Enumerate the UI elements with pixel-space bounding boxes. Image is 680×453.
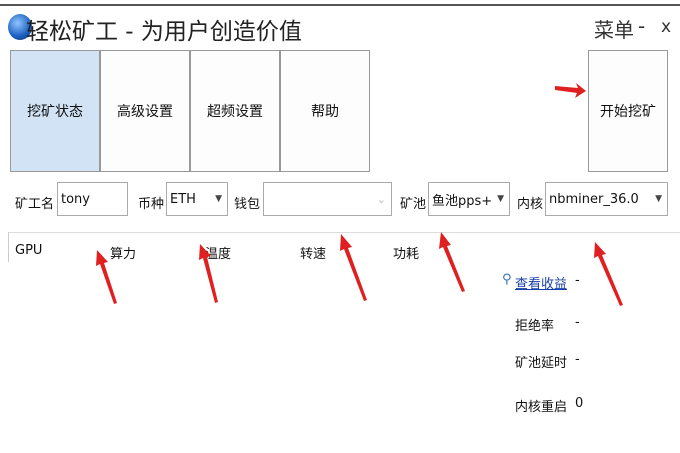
coin-label: 币种: [138, 197, 165, 212]
worker-label: 矿工名: [15, 197, 55, 212]
tab-advanced-settings[interactable]: 高级设置: [100, 50, 190, 172]
column-header-hashrate[interactable]: 算力: [110, 247, 137, 262]
table-header-border: [8, 232, 680, 233]
kernel-select[interactable]: nbminer_36.0 ▼: [545, 182, 668, 216]
kernel-restart-label: 内核重启: [515, 400, 568, 415]
reject-rate-label: 拒绝率: [515, 319, 555, 334]
table-left-border: [8, 232, 9, 262]
minimize-button[interactable]: -: [638, 14, 646, 38]
pool-label: 矿池: [400, 197, 427, 212]
window-top-border: [0, 4, 680, 6]
kernel-restart-value: 0: [575, 396, 584, 411]
red-arrow-icon: [594, 242, 623, 306]
column-header-gpu[interactable]: GPU: [15, 243, 43, 258]
window-title: 轻松矿工 - 为用户创造价值: [26, 19, 302, 45]
column-header-fan-speed[interactable]: 转速: [300, 247, 327, 262]
reject-rate-value: -: [575, 315, 580, 330]
dropdown-arrow-icon: ▼: [215, 194, 222, 204]
pool-value: 鱼池pps+: [432, 193, 493, 209]
red-arrow-icon: [439, 232, 465, 292]
pool-latency-label: 矿池延时: [515, 356, 568, 371]
kernel-label: 内核: [517, 197, 544, 212]
menu-button[interactable]: 菜单: [594, 18, 634, 42]
kernel-value: nbminer_36.0: [549, 191, 639, 207]
worker-name-value: tony: [61, 191, 90, 207]
start-mining-button[interactable]: 开始挖矿: [588, 50, 668, 172]
column-header-temperature[interactable]: 温度: [205, 247, 232, 262]
close-button[interactable]: x: [661, 17, 672, 37]
globe-logo-icon: [8, 14, 32, 40]
red-arrow-icon: [340, 234, 367, 301]
magnifier-icon: ⚲: [502, 272, 512, 287]
tab-overclock-settings[interactable]: 超频设置: [190, 50, 280, 172]
coin-select[interactable]: ETH ▼: [166, 182, 228, 216]
tab-mining-status[interactable]: 挖矿状态: [10, 50, 100, 172]
pool-select[interactable]: 鱼池pps+ ▼: [428, 182, 510, 216]
column-header-power[interactable]: 功耗: [393, 247, 420, 262]
wallet-combobox[interactable]: ⌄: [263, 182, 392, 216]
view-earnings-link[interactable]: 查看收益: [515, 277, 568, 292]
worker-name-input[interactable]: tony: [57, 182, 128, 216]
coin-value: ETH: [170, 191, 196, 207]
wallet-label: 钱包: [234, 197, 261, 212]
dropdown-arrow-icon: ▼: [655, 194, 662, 204]
dropdown-arrow-icon: ▼: [497, 194, 504, 204]
tab-help[interactable]: 帮助: [280, 50, 370, 172]
chevron-down-icon: ⌄: [376, 192, 386, 206]
red-arrow-icon: [555, 83, 586, 98]
earnings-value: -: [575, 273, 580, 288]
pool-latency-value: -: [575, 352, 580, 367]
